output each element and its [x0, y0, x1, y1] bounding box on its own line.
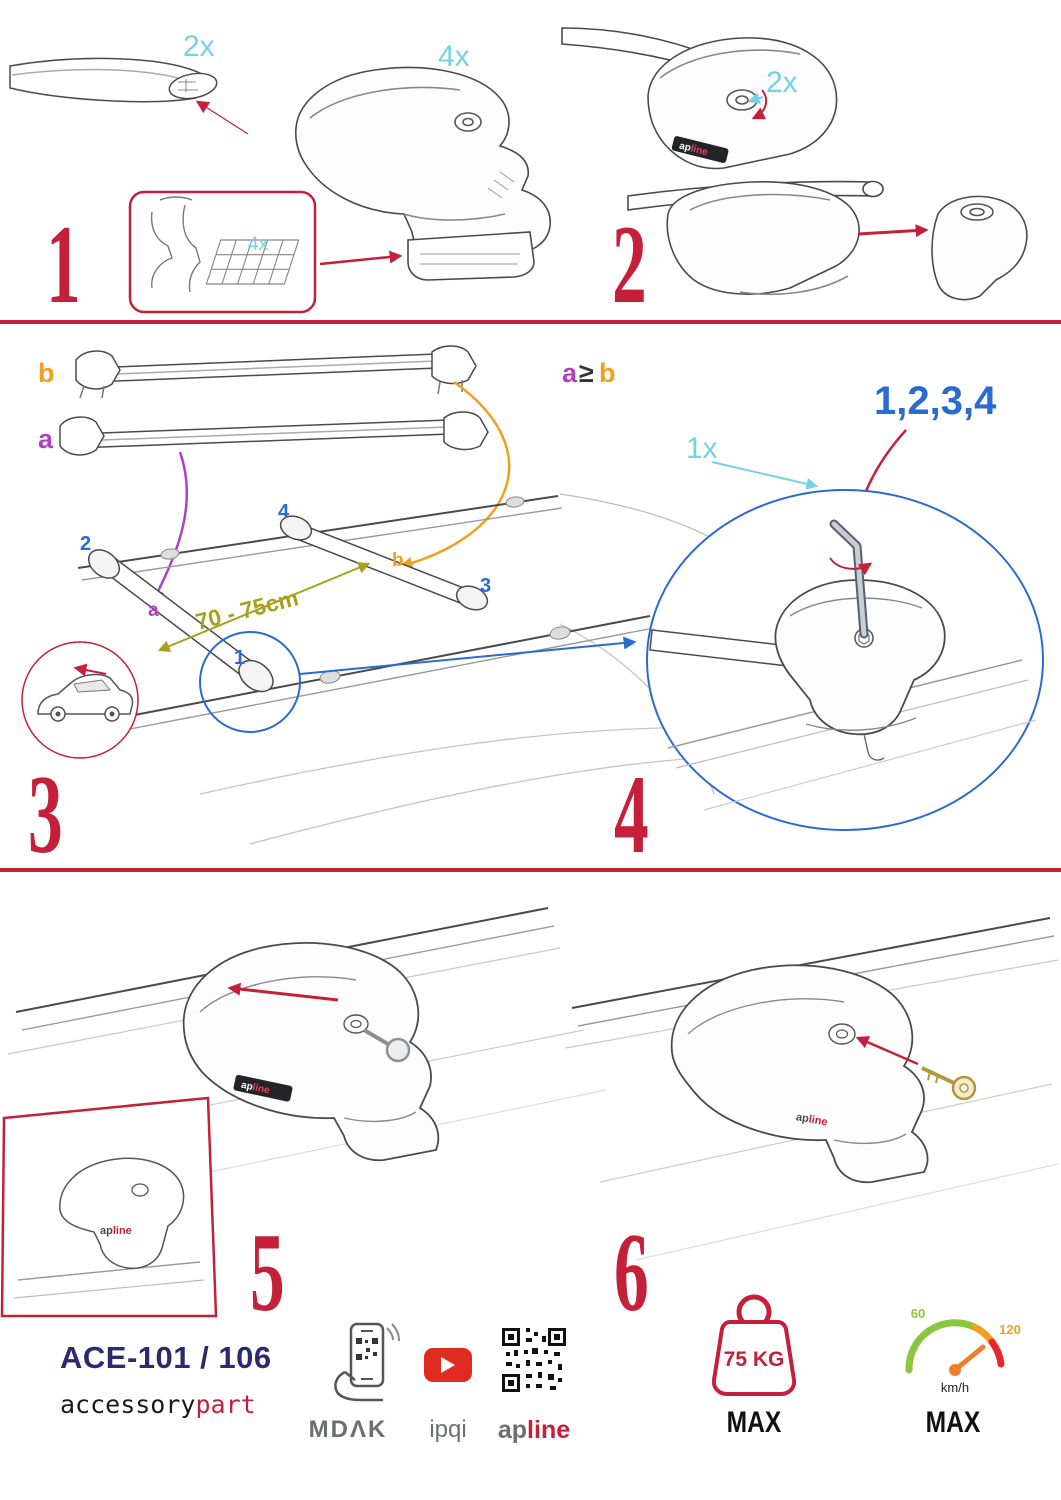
svg-text:apline: apline: [100, 1225, 132, 1237]
car-inset: [21, 641, 139, 759]
position-3-label: 3: [480, 575, 491, 597]
position-2-label: 2: [80, 533, 91, 555]
apline-text-step6: apline: [795, 1111, 828, 1128]
position-1-label: 1: [234, 647, 245, 669]
step-5-number: 5: [250, 1211, 285, 1320]
tool-pointer-arrow: [711, 461, 819, 490]
step-6-number: 6: [614, 1211, 649, 1320]
detail-highlight-circle: [199, 631, 301, 733]
max-weight-icon: 75 KG: [711, 1294, 797, 1396]
ipqi-logo: ipqi: [429, 1416, 467, 1443]
apline-badge-step5: apline: [233, 1074, 293, 1102]
speed-unit-label: km/h: [941, 1380, 969, 1395]
section-divider: [0, 320, 1061, 324]
phone-scan-icon: [334, 1322, 400, 1402]
speed-max-label: MAX: [925, 1406, 981, 1439]
foot-slide-illustration: [182, 942, 440, 1162]
step-4-number: 4: [614, 753, 649, 868]
rule-b-text: b: [599, 358, 616, 388]
pad-insert-arrow: [319, 250, 403, 266]
position-4-label: 4: [278, 501, 290, 523]
mdak-logo: MDΛK: [308, 1416, 388, 1443]
brand-accessory-text: accessory: [60, 1390, 196, 1419]
foot-assembly-illustration: [295, 66, 551, 281]
slide-direction-arrow: [227, 982, 339, 1002]
step-1-number: 1: [46, 203, 81, 320]
locked-foot-inset: apline: [0, 1096, 218, 1318]
brand-part-text: part: [195, 1390, 256, 1419]
youtube-icon: [424, 1348, 472, 1382]
apline-badge: apline: [671, 136, 729, 163]
step-2-number: 2: [612, 203, 647, 320]
bar-b-label: b: [38, 358, 55, 388]
lock-turn-arrow: [751, 89, 768, 120]
svg-text:apline: apline: [240, 1080, 271, 1097]
key-insert-arrow: [855, 1036, 919, 1066]
svg-text:apline: apline: [795, 1111, 828, 1128]
speed-low-label: 60: [911, 1306, 925, 1321]
step-3-number: 3: [28, 753, 63, 868]
steps-1-2-illustration: 2x 4x 4x 1 apline: [9, 27, 1028, 320]
lock-quantity-label: 2x: [766, 66, 798, 99]
qr-code: [502, 1328, 566, 1392]
foot-key-illustration: [670, 964, 929, 1184]
speed-high-label: 120: [999, 1322, 1021, 1337]
bar-b-illustration: [75, 345, 477, 399]
tightening-sequence-label: 1,2,3,4: [874, 379, 997, 423]
steps-3-4-illustration: b a 2 4 3 1 b: [21, 345, 1044, 868]
apline-line-text: line: [527, 1416, 571, 1444]
key-icon: [921, 1066, 977, 1101]
crossbar-illustration: [9, 57, 218, 103]
model-number: ACE-101 / 106: [60, 1340, 272, 1375]
footer: ACE-101 / 106 accessorypart MDΛK ipqi ap…: [0, 1290, 1061, 1500]
zoom-connector-arrow: [299, 636, 637, 675]
steps-5-6-illustration: apline apline 5 apline 6: [0, 907, 1059, 1320]
rule-ge-text: ≥: [579, 358, 594, 388]
weight-max-label: MAX: [726, 1406, 782, 1439]
bar-b-position-arrow: [399, 380, 511, 570]
bar-quantity-label: 2x: [183, 30, 215, 63]
foot-quantity-label: 4x: [438, 40, 470, 73]
pad-quantity-label: 4x: [248, 234, 269, 255]
span-dimension-arrow: [157, 562, 371, 652]
cyan-pointer: [747, 92, 764, 104]
tool-quantity-label: 1x: [686, 432, 718, 465]
zoomed-foot-illustration: [649, 519, 1037, 811]
rubber-pad-inset: 4x: [128, 190, 403, 314]
rubber-pad-grid: [205, 239, 300, 285]
span-dimension-label: 70 - 75cm: [193, 584, 301, 635]
bar-a-illustration: [59, 411, 489, 456]
speedometer-icon: 60 120 km/h: [905, 1306, 1021, 1395]
foot-lock-illustration: [561, 27, 838, 170]
roof-b-label: b: [392, 550, 404, 571]
svg-text:apline: apline: [678, 141, 709, 159]
rule-a-text: a: [562, 358, 578, 388]
play-icon: [441, 1357, 455, 1373]
bar-endcap-illustration: [627, 180, 1028, 301]
section-divider-2: [0, 868, 1061, 872]
cap-insert-arrow: [857, 224, 929, 238]
brand-wordmark: accessorypart: [60, 1390, 256, 1419]
bar-a-label: a: [38, 424, 54, 454]
apline-ap-text: ap: [497, 1416, 528, 1444]
roof-a-label: a: [148, 600, 159, 621]
bar-a-position-arrow: [152, 451, 189, 603]
weight-limit-label: 75 KG: [724, 1348, 785, 1371]
apline-logo: apline: [478, 1416, 590, 1445]
red-pointer-line: [195, 100, 249, 135]
